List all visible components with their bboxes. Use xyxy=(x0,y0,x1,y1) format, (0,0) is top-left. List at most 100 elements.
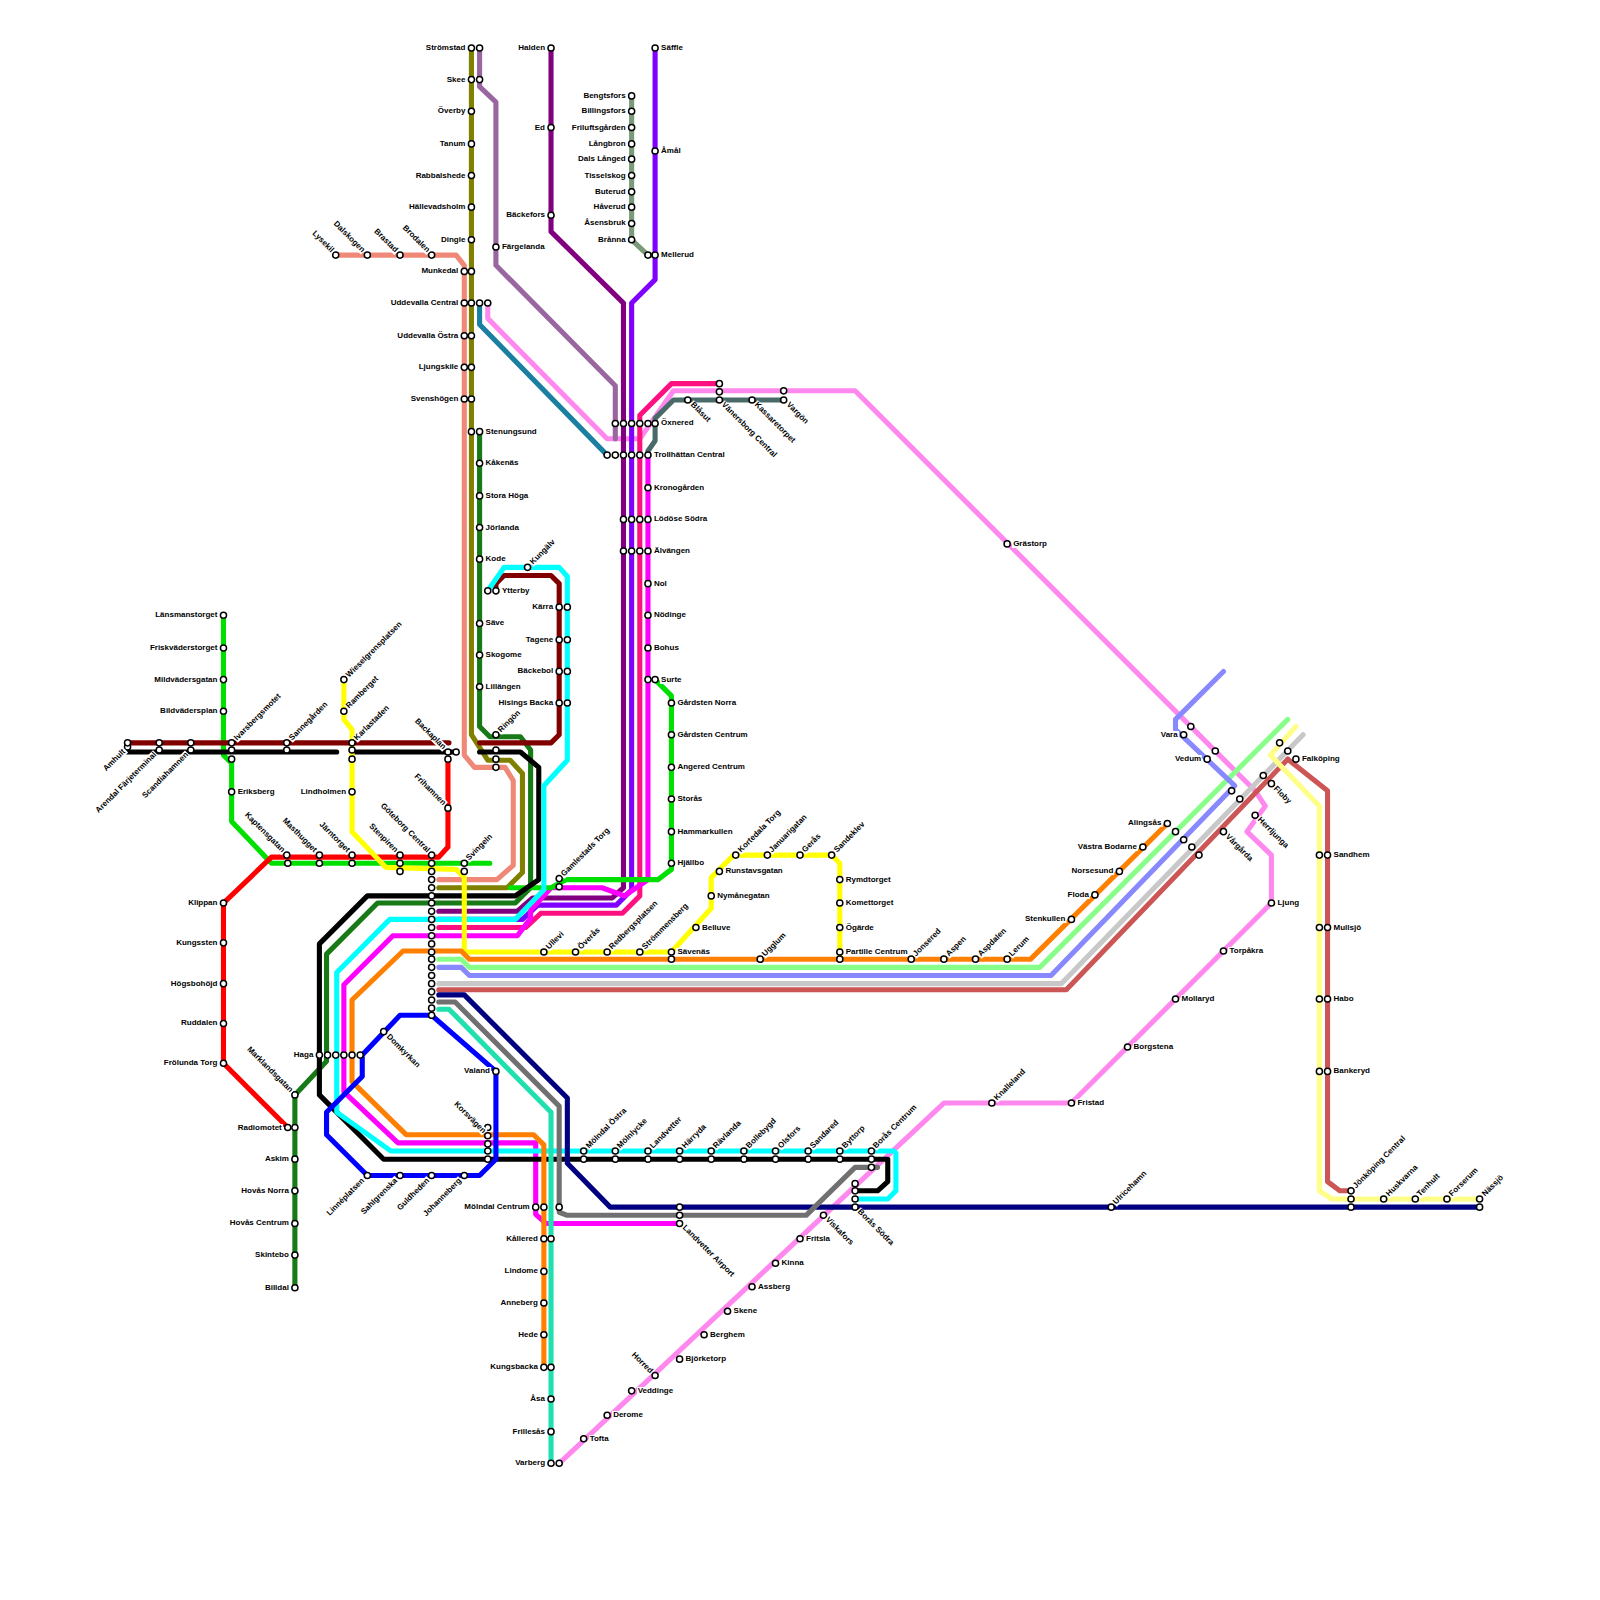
station-label: Floda xyxy=(1067,891,1090,899)
station-label: Kungsbacka xyxy=(489,1363,539,1371)
station-dot xyxy=(668,829,674,835)
station-dot xyxy=(1068,1100,1074,1106)
station-dot xyxy=(477,684,483,690)
station-dot xyxy=(556,637,562,643)
station-dot xyxy=(556,668,562,674)
station-dot xyxy=(429,933,435,939)
station-label: Stenungsund xyxy=(485,428,538,436)
rail-line xyxy=(223,759,447,1127)
station-label: Sävenäs xyxy=(676,948,710,956)
station-dot xyxy=(733,852,739,858)
rail-line xyxy=(439,1002,878,1215)
station-dot xyxy=(397,1172,403,1178)
station-dot xyxy=(620,548,626,554)
rail-line xyxy=(327,1015,496,1175)
station-label: Ullevi xyxy=(544,930,566,952)
station-label: Ögärde xyxy=(845,924,875,932)
station-dot xyxy=(461,364,467,370)
station-dot xyxy=(548,1364,554,1370)
station-dot xyxy=(349,860,355,866)
station-label: Långbron xyxy=(588,140,627,148)
station-dot xyxy=(292,1252,298,1258)
station-label: Länsmanstorget xyxy=(154,611,218,619)
station-label: Nödinge xyxy=(653,611,687,619)
station-label: Rabbalshede xyxy=(415,172,467,180)
station-dot xyxy=(429,877,435,883)
station-label: Fritsla xyxy=(805,1235,831,1243)
station-label: Rävlanda xyxy=(711,1119,743,1151)
station-dot xyxy=(468,45,474,51)
rail-line xyxy=(439,719,1288,967)
station-label: Stora Höga xyxy=(485,492,530,500)
station-label: Håverud xyxy=(593,203,627,211)
station-dot xyxy=(645,252,651,258)
station-dot xyxy=(548,1429,554,1435)
station-dot xyxy=(429,908,435,914)
station-dot xyxy=(645,516,651,522)
station-dot xyxy=(645,677,651,683)
station-dot xyxy=(652,420,658,426)
station-dot xyxy=(1204,756,1210,762)
station-dot xyxy=(468,77,474,83)
station-dot xyxy=(429,860,435,866)
station-label: Kronogården xyxy=(653,484,705,492)
station-dot xyxy=(1324,852,1330,858)
station-dot xyxy=(1381,1196,1387,1202)
station-dot xyxy=(989,1100,995,1106)
station-label: Habo xyxy=(1333,995,1355,1003)
station-label: Hammarkullen xyxy=(676,828,733,836)
station-dot xyxy=(397,860,403,866)
rail-line xyxy=(480,576,560,743)
station-dot xyxy=(772,1148,778,1154)
station-dot xyxy=(493,756,499,762)
station-label: Kåkenäs xyxy=(485,459,520,467)
station-dot xyxy=(852,1181,858,1187)
station-label: Mölndal Centrum xyxy=(463,1203,530,1211)
station-dot xyxy=(668,700,674,706)
station-dot xyxy=(629,93,635,99)
station-dot xyxy=(716,381,722,387)
station-dot xyxy=(541,1364,547,1370)
station-label: Aspen xyxy=(944,935,968,959)
station-dot xyxy=(485,300,491,306)
station-label: Billdal xyxy=(264,1284,290,1292)
station-dot xyxy=(637,949,643,955)
station-dot xyxy=(429,949,435,955)
station-dot xyxy=(629,548,635,554)
station-dot xyxy=(349,756,355,762)
station-dot xyxy=(524,564,530,570)
station-label: Ulricehamn xyxy=(1111,1169,1149,1207)
station-dot xyxy=(581,1156,587,1162)
station-dot xyxy=(548,212,554,218)
station-label: Ugglum xyxy=(760,931,788,959)
station-dot xyxy=(229,789,235,795)
station-dot xyxy=(741,1156,747,1162)
station-dot xyxy=(364,1172,370,1178)
station-label: Högsbohöjd xyxy=(170,980,219,988)
station-dot xyxy=(652,45,658,51)
station-label: Berghem xyxy=(709,1331,746,1339)
station-dot xyxy=(316,852,322,858)
station-label: Åsa xyxy=(529,1395,546,1403)
station-dot xyxy=(772,1156,778,1162)
station-label: Kållered xyxy=(505,1235,539,1243)
rail-line xyxy=(439,48,655,919)
station-dot xyxy=(837,956,843,962)
station-label: Forserum xyxy=(1447,1166,1480,1199)
station-dot xyxy=(468,364,474,370)
station-dot xyxy=(668,949,674,955)
station-dot xyxy=(852,1196,858,1202)
station-dot xyxy=(468,237,474,243)
station-dot xyxy=(468,108,474,114)
station-dot xyxy=(461,268,467,274)
station-label: Hällevadsholm xyxy=(408,203,466,211)
station-label: Lillängen xyxy=(485,683,522,691)
station-dot xyxy=(837,924,843,930)
station-dot xyxy=(629,204,635,210)
station-label: Lerum xyxy=(1007,935,1031,959)
station-dot xyxy=(429,900,435,906)
station-dot xyxy=(749,1284,755,1290)
rail-line xyxy=(128,740,449,745)
station-dot xyxy=(1108,1204,1114,1210)
station-label: Mullsjö xyxy=(1333,924,1363,932)
